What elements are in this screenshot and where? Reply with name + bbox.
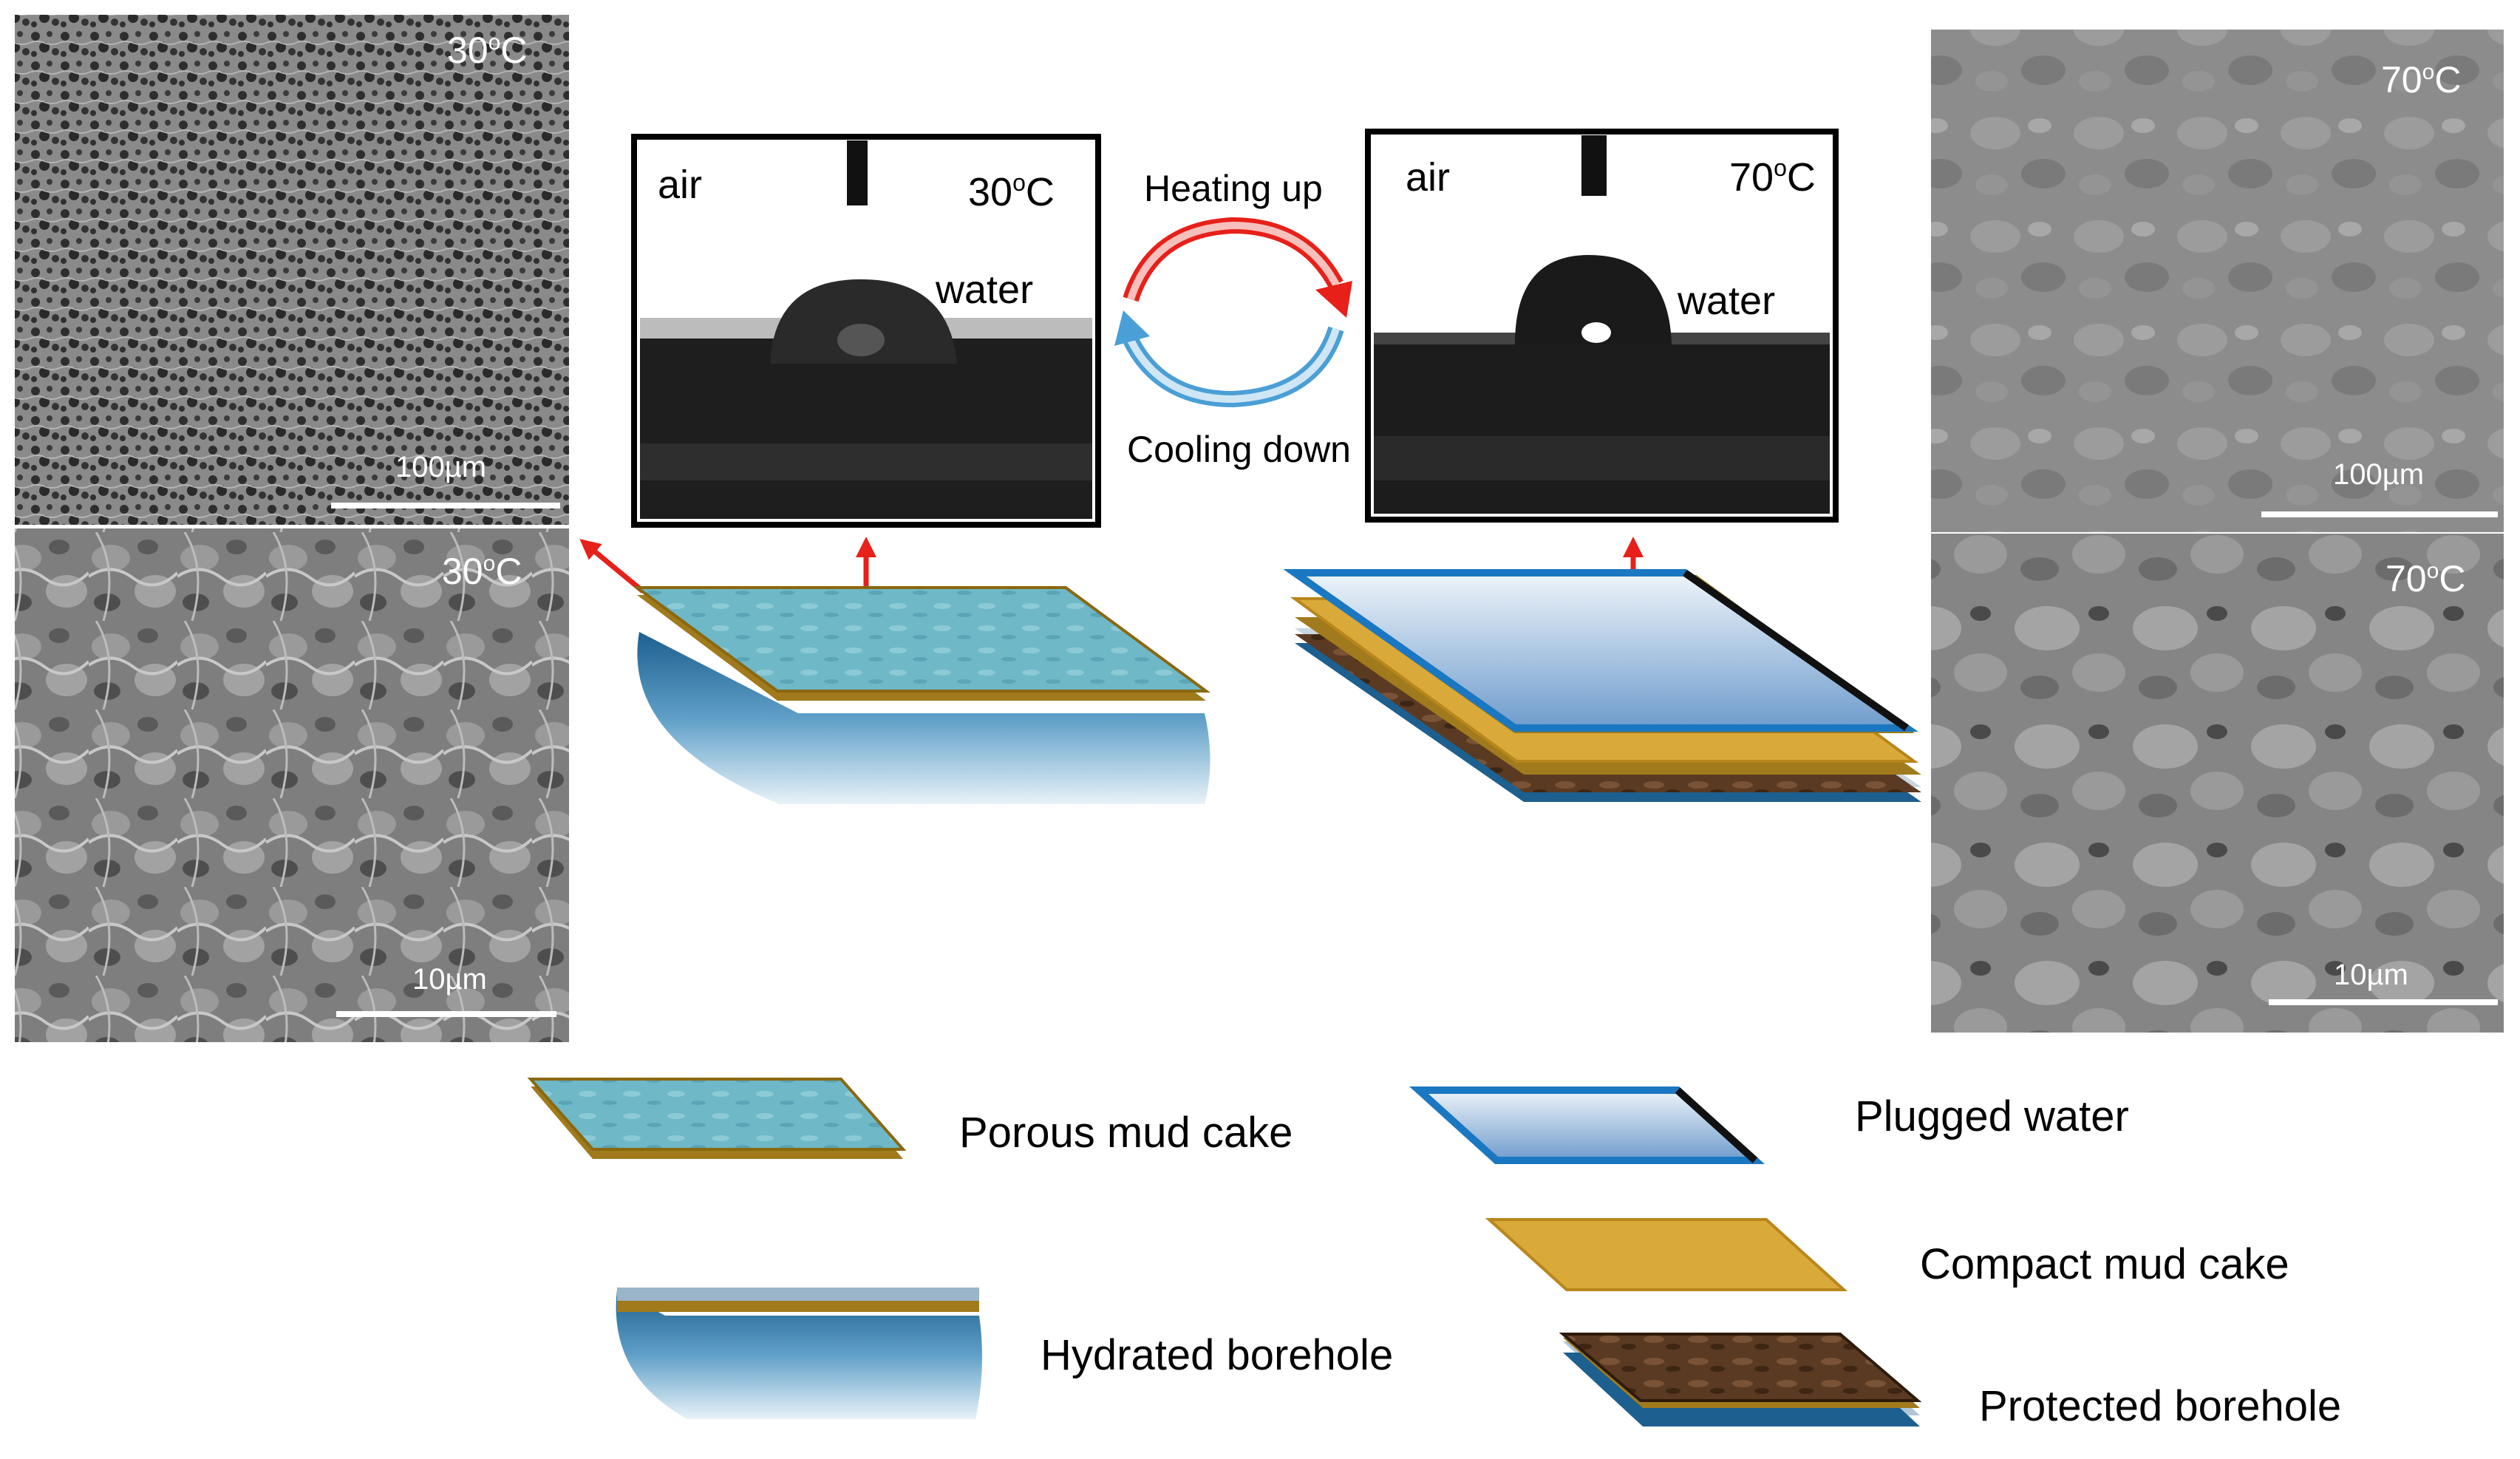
cooling-arrow: [1123, 326, 1344, 408]
protected-stack: [1283, 569, 1921, 802]
sem-top-right: 70oC 100µm: [1931, 30, 2504, 532]
ca-right-temp: 70oC: [1729, 154, 1816, 200]
heating-arrow: [1123, 217, 1344, 302]
sem-tr-scale-label: 100µm: [2333, 458, 2424, 491]
cooling-down-label: Cooling down: [1127, 429, 1351, 470]
legend: Porous mud cake Hydrated borehole Plugge…: [527, 1078, 2341, 1430]
legend-plugged-water: Plugged water: [1409, 1086, 2129, 1164]
water-droplet: [1515, 255, 1672, 344]
contact-angle-photo-right: air 70oC water: [1365, 129, 1839, 523]
sem-top-left: 30oC 100µm: [15, 15, 569, 525]
sem-tl-scale-label: 100µm: [395, 451, 486, 483]
sem-tr-temp-label: 70oC: [2381, 59, 2461, 101]
scale-bar: [331, 503, 560, 509]
arrow-to-sem-left: [579, 539, 645, 594]
ca-right-medium: air: [1406, 155, 1450, 200]
ca-right-droplet: water: [1677, 279, 1775, 323]
sem-bl-temp-label: 30oC: [442, 551, 522, 592]
contact-angle-photo-left: air 30oC water: [631, 134, 1101, 528]
sem-br-scale-label: 10µm: [2334, 959, 2408, 991]
porous-borehole-block: [632, 586, 1211, 804]
sem-br-temp-label: 70oC: [2386, 558, 2465, 599]
ca-left-medium: air: [658, 163, 702, 207]
water-droplet: [770, 279, 957, 364]
legend-hydrated-borehole: Hydrated borehole: [616, 1288, 1393, 1419]
sem-bottom-right: 70oC 10µm: [1931, 534, 2504, 1033]
legend-protected-label: Protected borehole: [1979, 1382, 2341, 1430]
ca-left-temp: 30oC: [968, 169, 1055, 214]
scale-bar: [2261, 511, 2498, 517]
legend-compact-label: Compact mud cake: [1920, 1240, 2289, 1288]
scale-bar: [336, 1011, 556, 1017]
heating-up-label: Heating up: [1144, 168, 1323, 209]
heating-arrowhead: [1315, 281, 1352, 318]
legend-compact-mud-cake: Compact mud cake: [1485, 1218, 2289, 1291]
temperature-cycle: Heating up Cooling down: [1114, 168, 1352, 470]
ca-left-droplet: water: [935, 268, 1033, 312]
cooling-arrowhead: [1114, 310, 1150, 346]
legend-porous-label: Porous mud cake: [959, 1109, 1293, 1157]
legend-protected-borehole: Protected borehole: [1559, 1333, 2341, 1430]
sem-tl-temp-label: 30oC: [447, 30, 527, 71]
legend-plugged-label: Plugged water: [1855, 1092, 2129, 1140]
scale-bar: [2269, 999, 2498, 1005]
legend-hydrated-label: Hydrated borehole: [1041, 1331, 1393, 1379]
legend-porous-mud-cake: Porous mud cake: [527, 1078, 1293, 1159]
sem-bl-scale-label: 10µm: [412, 963, 487, 996]
sem-bottom-left: 30oC 10µm: [15, 528, 569, 1042]
